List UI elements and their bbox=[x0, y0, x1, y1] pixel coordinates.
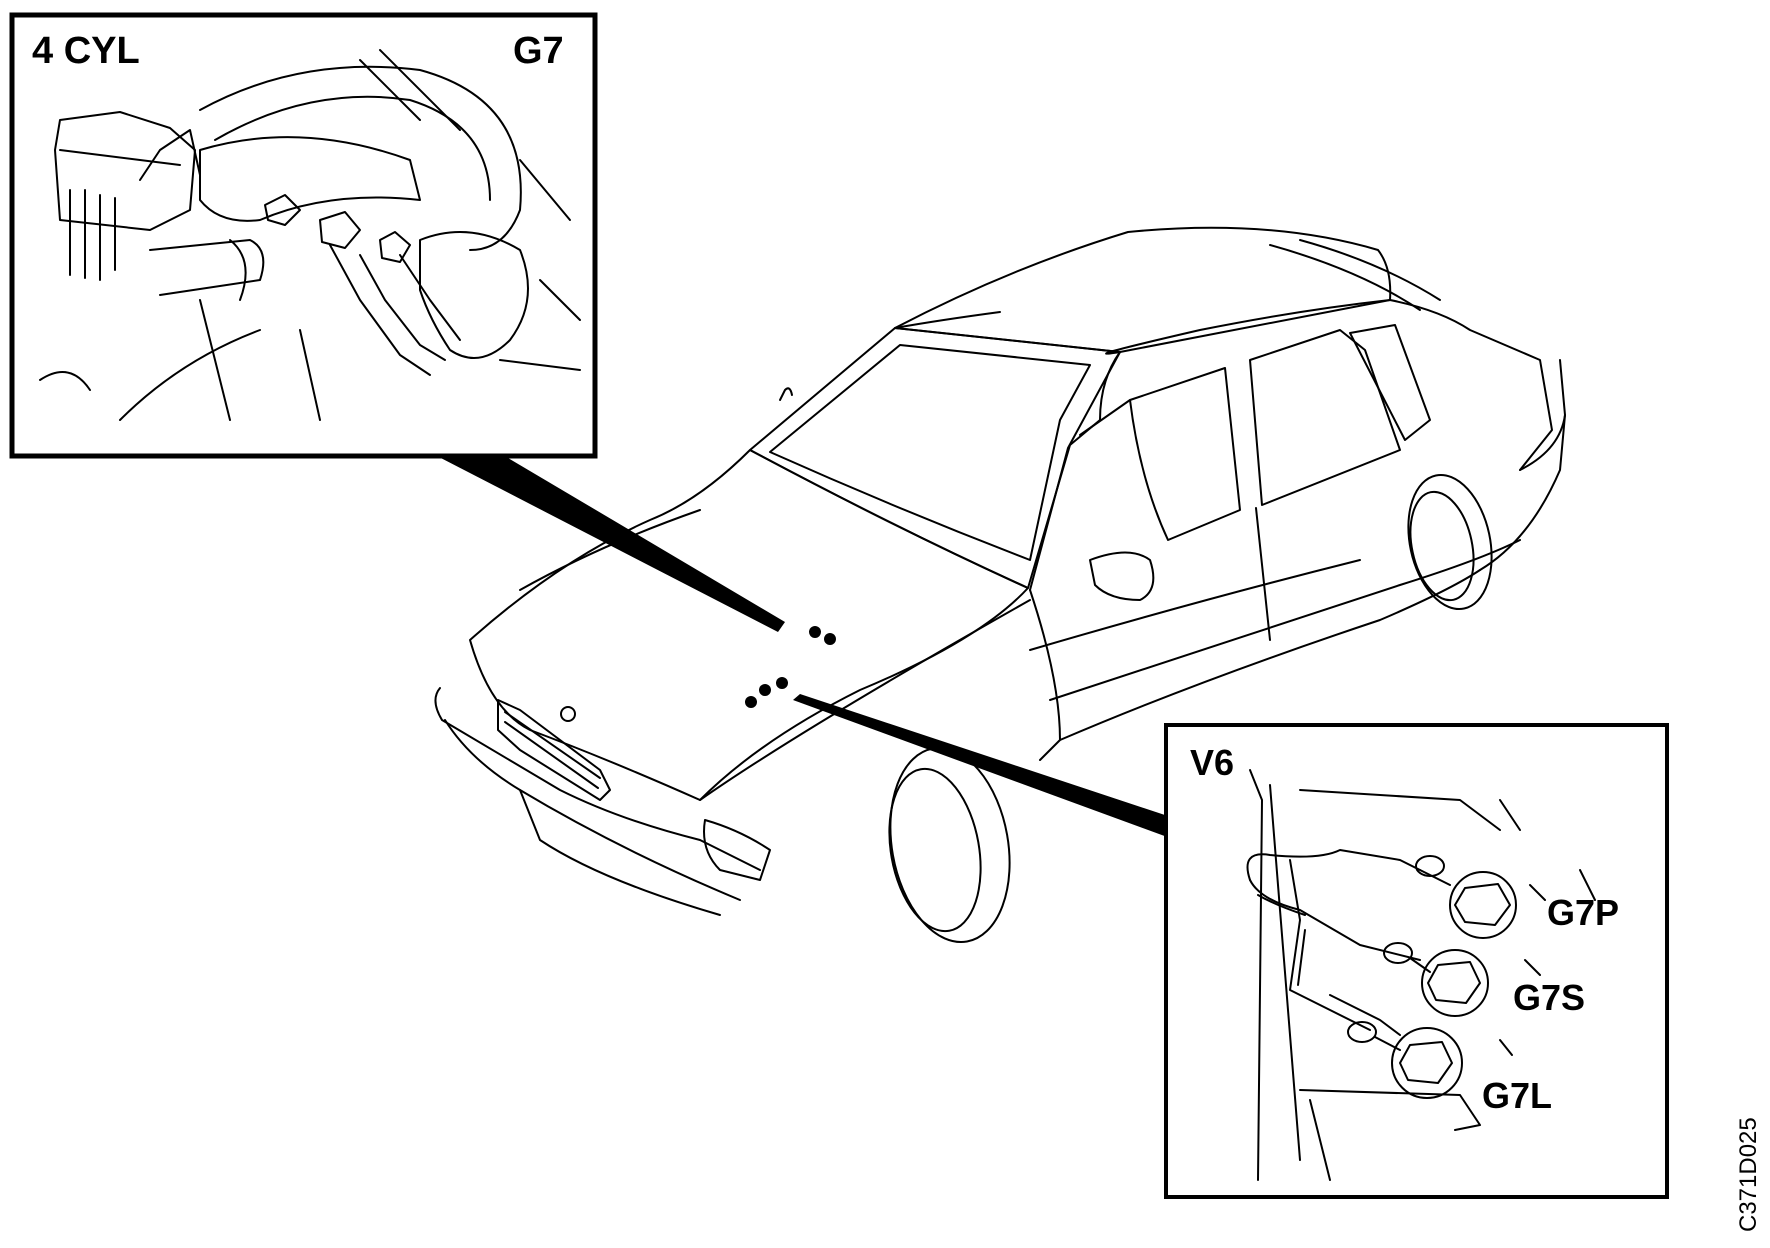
ground-g7l-label: G7L bbox=[1482, 1075, 1552, 1116]
ground-g7s-label: G7S bbox=[1513, 977, 1585, 1018]
inset-v6: V6 G7P G7S G7L bbox=[1164, 723, 1669, 1199]
figure-code: C371D025 bbox=[1735, 1117, 1762, 1232]
inset-4cyl-frame bbox=[9, 12, 598, 459]
inset-v6-engine-drawing bbox=[1246, 769, 1596, 1181]
callout-pointer-top bbox=[435, 455, 785, 632]
inset-v6-frame bbox=[1164, 723, 1669, 1199]
car-illustration bbox=[434, 226, 1566, 944]
inset-4cyl: 4 CYL G7 bbox=[9, 12, 598, 459]
inset-4cyl-engine-drawing bbox=[39, 49, 581, 421]
inset-v6-engine-label: V6 bbox=[1190, 742, 1234, 783]
inset-4cyl-engine-label: 4 CYL bbox=[32, 30, 140, 72]
callout-pointer-bottom bbox=[793, 694, 1180, 838]
inset-4cyl-ground-label: G7 bbox=[513, 30, 564, 72]
ground-g7p-label: G7P bbox=[1547, 892, 1619, 933]
